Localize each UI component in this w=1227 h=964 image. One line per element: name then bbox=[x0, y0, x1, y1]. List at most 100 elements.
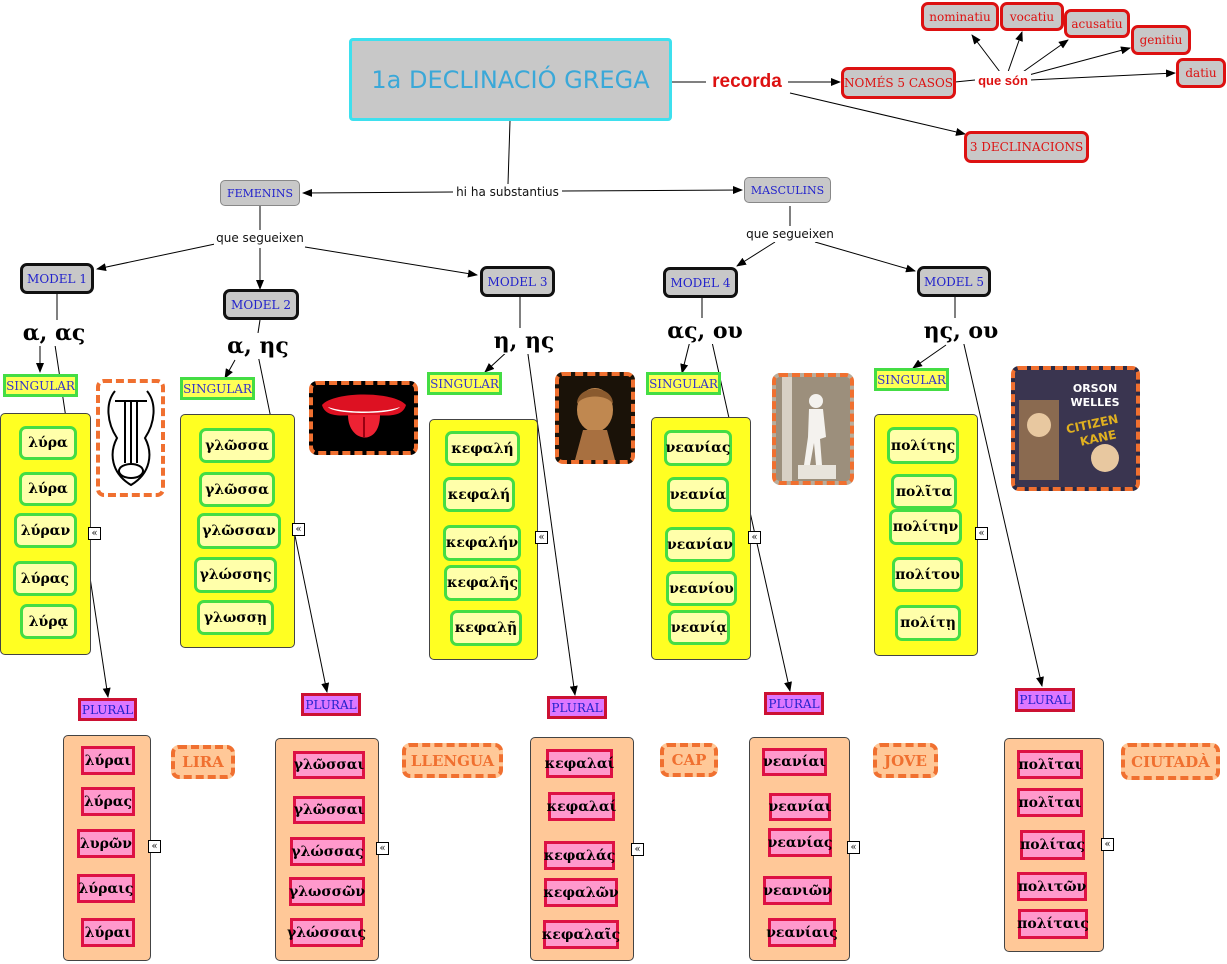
node-3-declensions[interactable]: 3 DECLINACIONS bbox=[964, 131, 1089, 163]
m3-sg-accusative[interactable]: κεφαλήν bbox=[443, 525, 521, 561]
collapse-toggle-pl-1[interactable]: « bbox=[148, 840, 161, 853]
model-5-endings: ης, ου bbox=[923, 318, 999, 344]
m2-sg-vocative[interactable]: γλῶσσα bbox=[199, 472, 275, 507]
link-hi-ha-substantius: hi ha substantius bbox=[453, 184, 562, 200]
m5-sg-nominative[interactable]: πολίτης bbox=[887, 427, 959, 464]
m2-pl-dative[interactable]: γλώσσαις bbox=[287, 918, 366, 947]
m5-pl-accusative[interactable]: πολίτας bbox=[1020, 830, 1085, 860]
model-3[interactable]: MODEL 3 bbox=[480, 266, 555, 297]
m2-pl-genitive[interactable]: γλωσσῶν bbox=[289, 877, 365, 906]
translation-jove[interactable]: JOVE bbox=[873, 743, 938, 778]
m1-sg-vocative[interactable]: λύρα bbox=[19, 472, 77, 506]
map-title[interactable]: 1a DECLINACIÓ GREGA bbox=[349, 38, 672, 121]
m4-pl-dative[interactable]: νεανίαις bbox=[766, 918, 838, 947]
collapse-toggle-sg-3[interactable]: « bbox=[535, 531, 548, 544]
node-only-5-cases[interactable]: NOMÉS 5 CASOS bbox=[841, 67, 956, 99]
collapse-toggle-pl-2[interactable]: « bbox=[376, 842, 389, 855]
link-recorda: recorda bbox=[706, 70, 788, 94]
m5-sg-dative[interactable]: πολίτῃ bbox=[895, 605, 961, 641]
m3-sg-vocative[interactable]: κεφαλή bbox=[443, 477, 515, 512]
m4-pl-accusative[interactable]: νεανίας bbox=[768, 828, 832, 857]
translation-cap[interactable]: CAP bbox=[660, 743, 718, 777]
singular-label-5: SINGULAR bbox=[874, 368, 949, 391]
m5-pl-dative[interactable]: πολίταις bbox=[1017, 909, 1089, 939]
translation-lira[interactable]: LIRA bbox=[171, 745, 235, 779]
model-1-endings: α, ας bbox=[22, 320, 86, 346]
m1-pl-dative[interactable]: λύραι bbox=[81, 918, 135, 947]
bust-head-image[interactable] bbox=[555, 372, 635, 464]
singular-label-2: SINGULAR bbox=[180, 377, 255, 400]
m1-sg-dative[interactable]: λύρᾳ bbox=[20, 604, 77, 639]
singular-label-1: SINGULAR bbox=[3, 374, 78, 397]
m1-pl-accusative[interactable]: λυρῶν bbox=[77, 829, 135, 858]
m4-pl-genitive[interactable]: νεανιῶν bbox=[763, 876, 832, 905]
m3-pl-vocative[interactable]: κεφαλαί bbox=[547, 792, 616, 821]
m1-sg-genitive[interactable]: λύρας bbox=[13, 561, 77, 596]
model-1[interactable]: MODEL 1 bbox=[20, 263, 94, 294]
movie-poster-icon: ORSON WELLES CITIZEN KANE bbox=[1015, 370, 1136, 487]
m2-sg-dative[interactable]: γλωσσῃ bbox=[197, 600, 274, 635]
model-5[interactable]: MODEL 5 bbox=[917, 266, 991, 297]
plural-label-2: PLURAL bbox=[301, 693, 361, 716]
m2-pl-nominative[interactable]: γλῶσσαι bbox=[293, 751, 365, 779]
m5-sg-genitive[interactable]: πολίτου bbox=[892, 557, 963, 592]
poster-actor-first: ORSON bbox=[1073, 382, 1117, 395]
movie-poster-image[interactable]: ORSON WELLES CITIZEN KANE bbox=[1011, 366, 1140, 491]
m3-pl-genitive[interactable]: κεφαλῶν bbox=[543, 878, 619, 907]
m3-sg-genitive[interactable]: κεφαλῆς bbox=[444, 565, 521, 601]
m4-sg-vocative[interactable]: νεανία bbox=[667, 477, 729, 512]
collapse-toggle-sg-1[interactable]: « bbox=[88, 527, 101, 540]
collapse-toggle-sg-2[interactable]: « bbox=[292, 523, 305, 536]
m5-sg-accusative[interactable]: πολίτην bbox=[889, 509, 962, 545]
m4-sg-accusative[interactable]: νεανίαν bbox=[665, 527, 735, 562]
m3-pl-dative[interactable]: κεφαλαῖς bbox=[542, 920, 620, 949]
case-vocative[interactable]: vocatiu bbox=[1000, 2, 1064, 31]
m1-pl-vocative[interactable]: λύρας bbox=[81, 787, 135, 816]
m4-sg-dative[interactable]: νεανίᾳ bbox=[668, 610, 730, 645]
statue-youth-image[interactable] bbox=[772, 373, 854, 485]
m5-pl-vocative[interactable]: πολῖται bbox=[1017, 788, 1083, 817]
lyre-image[interactable] bbox=[96, 379, 165, 497]
tongue-logo-icon bbox=[321, 394, 406, 438]
m4-sg-genitive[interactable]: νεανίου bbox=[666, 571, 737, 606]
link-que-segueixen-masc: que segueixen bbox=[744, 226, 836, 242]
collapse-toggle-pl-5[interactable]: « bbox=[1101, 838, 1114, 851]
lyre-icon bbox=[107, 390, 154, 487]
node-masculine[interactable]: MASCULINS bbox=[744, 177, 831, 203]
translation-llengua[interactable]: LLENGUA bbox=[402, 743, 503, 778]
model-4[interactable]: MODEL 4 bbox=[663, 267, 738, 298]
m1-sg-nominative[interactable]: λύρα bbox=[19, 426, 77, 460]
m2-pl-accusative[interactable]: γλώσσας bbox=[290, 837, 365, 866]
translation-ciutada[interactable]: CIUTADÀ bbox=[1121, 743, 1220, 780]
m1-sg-accusative[interactable]: λύραν bbox=[14, 513, 77, 548]
node-feminine[interactable]: FEMENINS bbox=[220, 180, 300, 206]
collapse-toggle-sg-4[interactable]: « bbox=[748, 531, 761, 544]
plural-label-1: PLURAL bbox=[78, 698, 137, 721]
m2-sg-accusative[interactable]: γλῶσσαν bbox=[197, 513, 281, 549]
case-dative[interactable]: datiu bbox=[1176, 58, 1226, 88]
collapse-toggle-sg-5[interactable]: « bbox=[975, 527, 988, 540]
m3-sg-dative[interactable]: κεφαλῇ bbox=[450, 610, 522, 646]
poster-actor-last: WELLES bbox=[1070, 396, 1119, 409]
m3-pl-nominative[interactable]: κεφαλαί bbox=[545, 749, 614, 778]
tongue-logo-image[interactable] bbox=[309, 381, 418, 455]
m2-pl-vocative[interactable]: γλῶσσαι bbox=[293, 796, 365, 824]
case-accusative[interactable]: acusatiu bbox=[1064, 9, 1130, 38]
m5-sg-vocative[interactable]: πολῖτα bbox=[891, 474, 957, 509]
m4-pl-nominative[interactable]: νεανίαι bbox=[762, 748, 827, 776]
m3-pl-accusative[interactable]: κεφαλάς bbox=[544, 841, 615, 870]
m4-sg-nominative[interactable]: νεανίας bbox=[664, 430, 732, 466]
m2-sg-nominative[interactable]: γλῶσσα bbox=[199, 428, 275, 463]
m5-pl-genitive[interactable]: πολιτῶν bbox=[1017, 872, 1087, 901]
m4-pl-vocative[interactable]: νεανίαι bbox=[768, 793, 832, 821]
m1-pl-genitive[interactable]: λύραις bbox=[77, 874, 135, 903]
m2-sg-genitive[interactable]: γλώσσης bbox=[194, 557, 277, 593]
collapse-toggle-pl-3[interactable]: « bbox=[631, 843, 644, 856]
m5-pl-nominative[interactable]: πολῖται bbox=[1017, 750, 1083, 779]
m1-pl-nominative[interactable]: λύραι bbox=[81, 746, 135, 775]
case-genitive[interactable]: genitiu bbox=[1131, 25, 1191, 55]
collapse-toggle-pl-4[interactable]: « bbox=[847, 841, 860, 854]
case-nominative[interactable]: nominatiu bbox=[921, 2, 999, 31]
m3-sg-nominative[interactable]: κεφαλή bbox=[445, 431, 520, 466]
model-2[interactable]: MODEL 2 bbox=[223, 289, 299, 320]
